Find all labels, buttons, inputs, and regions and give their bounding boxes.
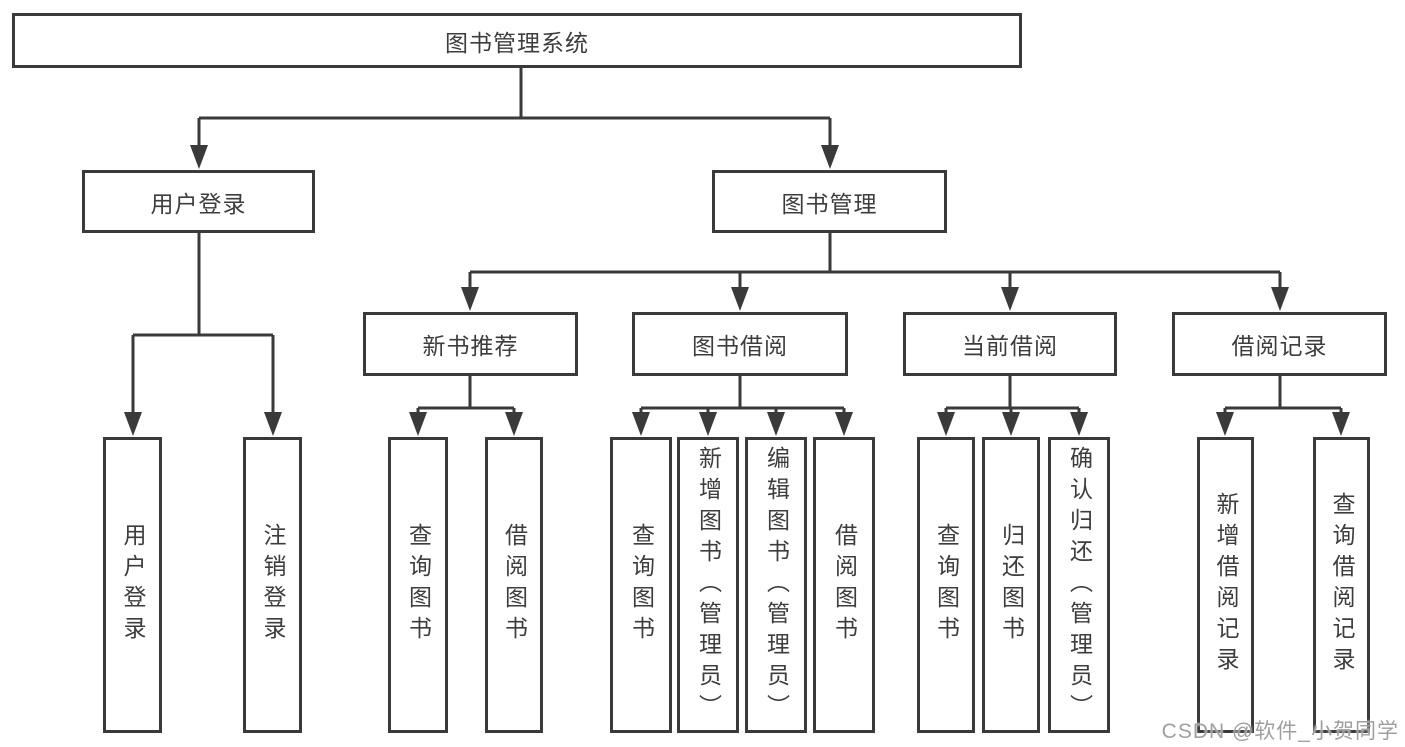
- leaf-query-books-current: 查询图书: [917, 437, 975, 733]
- node-book-management-label: 图书管理: [781, 190, 878, 217]
- edge-userlogin-to-leaves: [131, 233, 275, 413]
- edge-current-to-leaves: [944, 376, 1081, 413]
- node-book-borrowing-label: 图书借阅: [692, 333, 788, 359]
- edge-records-to-leaves: [1223, 376, 1343, 413]
- leaf-query-books-recommend-label: 查询图书: [405, 523, 432, 647]
- node-current-borrowing: 当前借阅: [903, 312, 1117, 376]
- leaf-add-books-admin: 新增图书（管理员）: [677, 437, 739, 733]
- edge-root-to-level2: [197, 68, 832, 146]
- arrowhead: [632, 412, 650, 436]
- leaf-query-borrow-record: 查询借阅记录: [1313, 437, 1370, 733]
- leaf-borrow-books: 借阅图书: [813, 437, 875, 733]
- leaf-add-borrow-record-label: 新增借阅记录: [1213, 492, 1239, 678]
- arrowhead: [190, 145, 208, 169]
- arrowhead: [1332, 412, 1350, 436]
- leaf-query-books-borrowing-label: 查询图书: [628, 523, 655, 647]
- node-root-system: 图书管理系统: [12, 13, 1022, 68]
- leaf-borrow-books-recommend-label: 借阅图书: [501, 523, 528, 647]
- node-borrowing-records: 借阅记录: [1172, 312, 1387, 376]
- leaf-add-books-admin-label: 新增图书（管理员）: [695, 445, 722, 725]
- arrowhead: [1070, 412, 1088, 436]
- leaf-edit-books-admin: 编辑图书（管理员）: [745, 437, 807, 733]
- arrowhead: [767, 412, 785, 436]
- arrowhead: [1216, 412, 1234, 436]
- leaf-return-books: 归还图书: [982, 437, 1040, 733]
- leaf-user-login-label: 用户登录: [120, 523, 146, 647]
- arrowhead: [937, 412, 955, 436]
- leaf-logout: 注销登录: [243, 437, 302, 733]
- node-user-login: 用户登录: [82, 170, 315, 233]
- node-new-book-recommend-label: 新书推荐: [422, 333, 519, 359]
- arrowhead: [409, 412, 427, 436]
- arrowhead: [1001, 287, 1019, 311]
- arrowhead: [1271, 287, 1289, 311]
- leaf-confirm-return-admin: 确认归还（管理员）: [1048, 437, 1110, 733]
- csdn-watermark: CSDN @软件_小贺同学: [1161, 720, 1399, 743]
- arrowhead: [264, 412, 282, 436]
- node-current-borrowing-label: 当前借阅: [962, 333, 1058, 359]
- leaf-query-borrow-record-label: 查询借阅记录: [1329, 492, 1355, 678]
- edge-bookmgmt-to-level3: [468, 233, 1282, 288]
- arrowhead: [821, 145, 839, 169]
- leaf-query-books-recommend: 查询图书: [388, 437, 448, 733]
- node-root-label: 图书管理系统: [445, 29, 589, 56]
- arrowhead: [1002, 412, 1020, 436]
- leaf-borrow-books-recommend: 借阅图书: [485, 437, 543, 733]
- leaf-return-books-label: 归还图书: [998, 523, 1025, 647]
- node-new-book-recommend: 新书推荐: [363, 312, 578, 376]
- node-book-management: 图书管理: [712, 170, 947, 233]
- arrowhead: [505, 412, 523, 436]
- arrowhead: [461, 287, 479, 311]
- leaf-borrow-books-label: 借阅图书: [831, 523, 858, 647]
- arrowhead: [124, 412, 142, 436]
- edge-borrowing-to-leaves: [639, 376, 846, 413]
- arrowheads: [124, 145, 1350, 436]
- arrowhead: [699, 412, 717, 436]
- leaf-logout-label: 注销登录: [260, 523, 286, 647]
- leaf-query-books-borrowing: 查询图书: [610, 437, 672, 733]
- leaf-query-books-current-label: 查询图书: [933, 523, 960, 647]
- arrowhead: [835, 412, 853, 436]
- leaf-edit-books-admin-label: 编辑图书（管理员）: [763, 445, 790, 725]
- arrowhead: [731, 287, 749, 311]
- leaf-user-login: 用户登录: [103, 437, 162, 733]
- edge-newbook-to-leaves: [416, 376, 516, 413]
- node-borrowing-records-label: 借阅记录: [1231, 333, 1328, 359]
- leaf-add-borrow-record: 新增借阅记录: [1197, 437, 1254, 733]
- node-user-login-label: 用户登录: [150, 190, 247, 217]
- leaf-confirm-return-admin-label: 确认归还（管理员）: [1066, 445, 1093, 725]
- node-book-borrowing: 图书借阅: [632, 312, 848, 376]
- connector-lines: [131, 68, 1343, 413]
